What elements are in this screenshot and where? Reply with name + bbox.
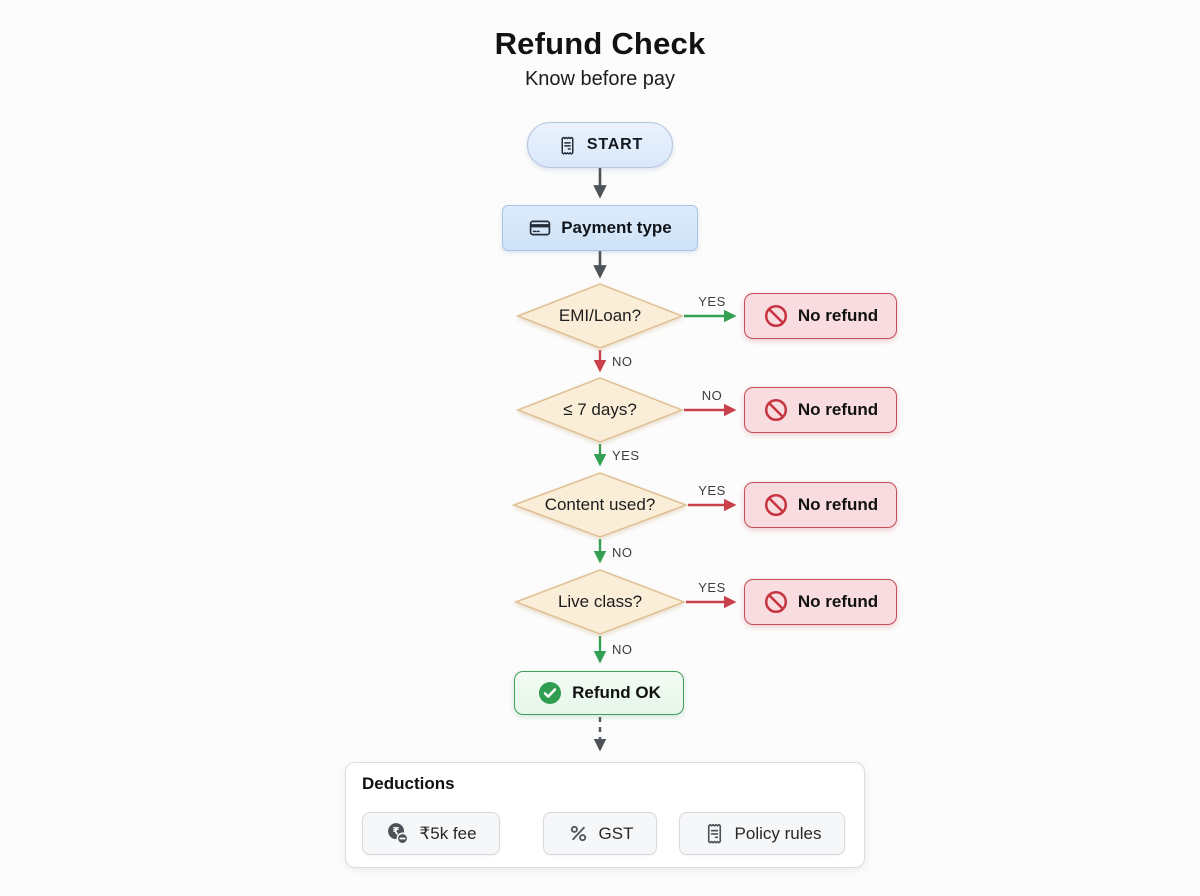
deduction-chip-policy-label: Policy rules: [734, 823, 822, 843]
no-refund-node-content: No refund: [744, 482, 897, 528]
deduction-chip-gst: GST: [543, 812, 657, 855]
edge-label-7days-no: NO: [701, 388, 723, 403]
decision-7-days-shape: [515, 377, 685, 443]
page-subtitle: Know before pay: [524, 68, 676, 90]
refund-ok-node: Refund OK: [514, 671, 684, 715]
rupee-coin-minus-icon: ₹: [388, 823, 409, 845]
no-refund-node-7days: No refund: [744, 387, 897, 433]
deductions-title: Deductions: [362, 774, 455, 793]
deduction-chip-fee: ₹ ₹5k fee: [362, 812, 500, 855]
page-title: Refund Check: [494, 26, 706, 61]
edge-label-content-no: NO: [612, 545, 633, 560]
prohibition-icon: [764, 398, 787, 422]
prohibition-icon: [764, 493, 787, 517]
decision-emi-loan-shape: [515, 283, 685, 349]
decision-live-class-label: Live class?: [557, 592, 643, 611]
no-refund-node-emi: No refund: [744, 293, 897, 339]
prohibition-icon: [764, 590, 787, 614]
decision-emi-loan-label: EMI/Loan?: [558, 306, 642, 325]
prohibition-icon: [764, 304, 787, 328]
edge-label-live-no: NO: [612, 642, 633, 657]
percent-icon: [570, 825, 586, 842]
edge-label-content-yes: YES: [698, 483, 726, 498]
edge-label-live-yes: YES: [698, 580, 726, 595]
receipt-icon: [561, 136, 574, 155]
decision-content-used-shape: [511, 472, 689, 538]
no-refund-label: No refund: [797, 306, 879, 325]
start-label: START: [586, 136, 644, 153]
no-refund-node-live: No refund: [744, 579, 897, 625]
deduction-chip-fee-label: ₹5k fee: [419, 823, 477, 843]
edge-label-emi-yes: YES: [698, 294, 726, 309]
payment-type-node: Payment type: [502, 205, 698, 251]
refund-ok-label: Refund OK: [572, 683, 661, 702]
deduction-chip-gst-label: GST: [598, 823, 634, 843]
deduction-chip-policy: Policy rules: [679, 812, 845, 855]
decision-live-class-shape: [513, 569, 687, 635]
edge-label-7days-yes: YES: [612, 448, 640, 463]
no-refund-label: No refund: [797, 495, 879, 514]
svg-text:₹: ₹: [393, 827, 400, 838]
edge-label-emi-no: NO: [612, 354, 633, 369]
start-node: START: [527, 122, 673, 168]
credit-card-icon: [529, 220, 551, 236]
receipt-icon: [707, 823, 721, 844]
decision-7-days-label: ≤ 7 days?: [563, 400, 637, 419]
check-circle-icon: [539, 682, 562, 704]
payment-type-label: Payment type: [561, 218, 672, 237]
no-refund-label: No refund: [797, 400, 879, 419]
no-refund-label: No refund: [797, 592, 879, 611]
decision-content-used-label: Content used?: [544, 495, 656, 514]
